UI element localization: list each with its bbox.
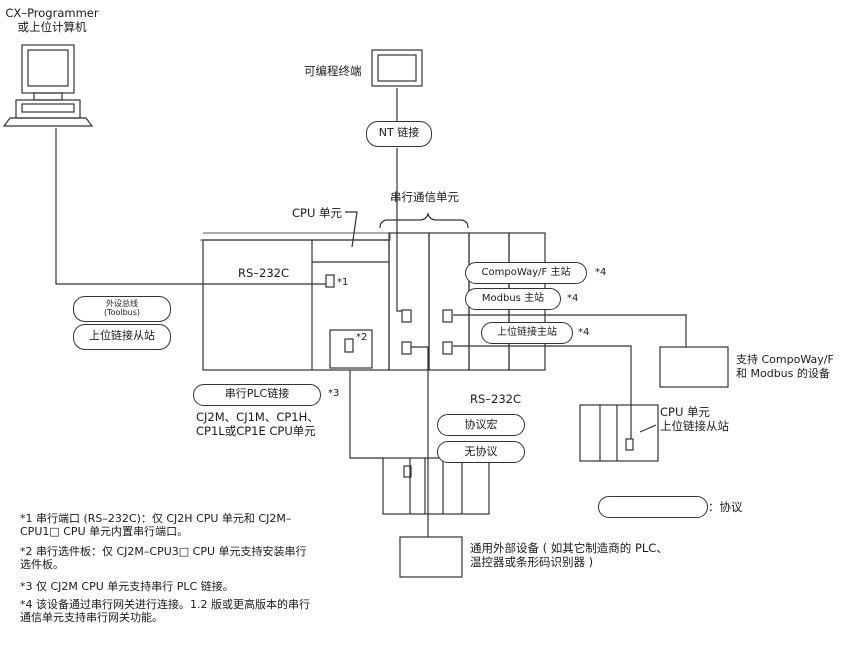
general-external-device <box>399 536 463 578</box>
protocol-macro-label: 协议宏 <box>464 418 498 431</box>
compoway-modbus-device <box>659 346 729 388</box>
note-mark-1: *1 <box>337 277 349 288</box>
cpu-unit-label: CPU 单元 <box>292 206 343 220</box>
computer-icon <box>2 44 94 127</box>
compoway-master-label: CompoWay/F 主站 <box>481 267 571 278</box>
note-mark-3: *3 <box>328 388 340 399</box>
compoway-master-pill: CompoWay/F 主站 <box>465 262 587 284</box>
compoway-modbus-line2: 和 Modbus 的设备 <box>736 367 830 380</box>
footnote-3-line1: *3 仅 CJ2M CPU 单元支持串行 PLC 链接。 <box>20 580 234 593</box>
serial-comm-unit-label: 串行通信单元 <box>390 190 459 204</box>
footnote-4: *4 该设备通过串行网关进行连接。1.2 版或更高版本的串行 通信单元支持串行网… <box>20 598 310 624</box>
footnote-3: *3 仅 CJ2M CPU 单元支持串行 PLC 链接。 <box>20 580 234 593</box>
modbus-master-label: Modbus 主站 <box>481 293 545 304</box>
modbus-master-pill: Modbus 主站 <box>465 288 561 310</box>
nt-link-label: NT 链接 <box>378 126 420 139</box>
serial-plc-link-pill: 串行PLC链接 <box>193 384 321 406</box>
toolbus-line2: (Toolbus) <box>103 308 141 317</box>
footnote-1-line1: *1 串行端口 (RS–232C)：仅 CJ2H CPU 单元和 CJ2M– <box>20 512 292 525</box>
footnote-2: *2 串行选件板：仅 CJ2M–CPU3□ CPU 单元支持安装串行 选件板。 <box>20 545 307 571</box>
protocol-macro-pill: 协议宏 <box>437 414 525 436</box>
pc-label: CX–Programmer 或上位计算机 <box>0 6 104 34</box>
note-mark-2: *2 <box>356 332 368 343</box>
cpu-hostlink-slave-line1: CPU 单元 <box>660 405 711 419</box>
footnote-1: *1 串行端口 (RS–232C)：仅 CJ2H CPU 单元和 CJ2M– C… <box>20 512 291 538</box>
serial-plc-link-label: 串行PLC链接 <box>224 387 290 400</box>
cpu-models-line1: CJ2M、CJ1M、CP1H、 <box>196 410 319 424</box>
general-device-line2: 温控器或条形码识别器 ) <box>470 555 594 569</box>
note-mark-4c: *4 <box>578 327 590 338</box>
toolbus-pill: 外设总线 (Toolbus) <box>73 296 171 322</box>
cpu-hostlink-slave-line2: 上位链接从站 <box>660 419 729 433</box>
pc-label-line2: 或上位计算机 <box>17 20 87 34</box>
footnote-4-line2: 通信单元支持串行网关功能。 <box>20 611 163 624</box>
pc-label-line1: CX–Programmer <box>5 6 99 20</box>
nt-link-pill: NT 链接 <box>366 121 432 147</box>
programmable-terminal-icon <box>371 49 423 87</box>
note-mark-4b: *4 <box>567 293 579 304</box>
cpu-models-label: CJ2M、CJ1M、CP1H、 CP1L或CP1E CPU单元 <box>196 410 319 438</box>
note-mark-4a: *4 <box>595 267 607 278</box>
toolbus-line1: 外设总线 <box>106 299 138 308</box>
serial-plc-link-rack <box>382 457 490 515</box>
compoway-modbus-device-label: 支持 CompoWay/F 和 Modbus 的设备 <box>736 353 834 381</box>
no-protocol-pill: 无协议 <box>437 441 525 463</box>
compoway-modbus-line1: 支持 CompoWay/F <box>736 353 834 366</box>
hostlink-master-label: 上位链接主站 <box>497 327 557 338</box>
footnote-4-line1: *4 该设备通过串行网关进行连接。1.2 版或更高版本的串行 <box>20 598 310 611</box>
hostlink-slave-pill: 上位链接从站 <box>73 324 171 350</box>
hostlink-master-pill: 上位链接主站 <box>481 322 573 344</box>
footnote-1-line2: CPU1□ CPU 单元内置串行端口。 <box>20 525 189 538</box>
cpu-hostlink-slave-rack <box>579 404 659 462</box>
cpu-hostlink-slave-label: CPU 单元 上位链接从站 <box>660 405 729 433</box>
legend-protocol-pill <box>598 496 708 518</box>
general-device-label: 通用外部设备 ( 如其它制造商的 PLC、 温控器或条形码识别器 ) <box>470 541 668 569</box>
footnote-2-line2: 选件板。 <box>20 558 64 571</box>
general-device-line1: 通用外部设备 ( 如其它制造商的 PLC、 <box>470 541 668 555</box>
no-protocol-label: 无协议 <box>464 445 498 458</box>
legend-protocol-label: ：协议 <box>708 500 743 514</box>
rs232c-unit-label: RS–232C <box>470 392 522 406</box>
terminal-label: 可编程终端 <box>304 64 362 78</box>
hostlink-slave-label: 上位链接从站 <box>89 329 155 342</box>
cpu-models-line2: CP1L或CP1E CPU单元 <box>196 424 316 438</box>
rs232c-cpu-label: RS–232C <box>238 266 290 280</box>
footnote-2-line1: *2 串行选件板：仅 CJ2M–CPU3□ CPU 单元支持安装串行 <box>20 545 307 558</box>
serial-port-rs232c <box>325 274 335 288</box>
serial-option-port <box>344 338 354 353</box>
